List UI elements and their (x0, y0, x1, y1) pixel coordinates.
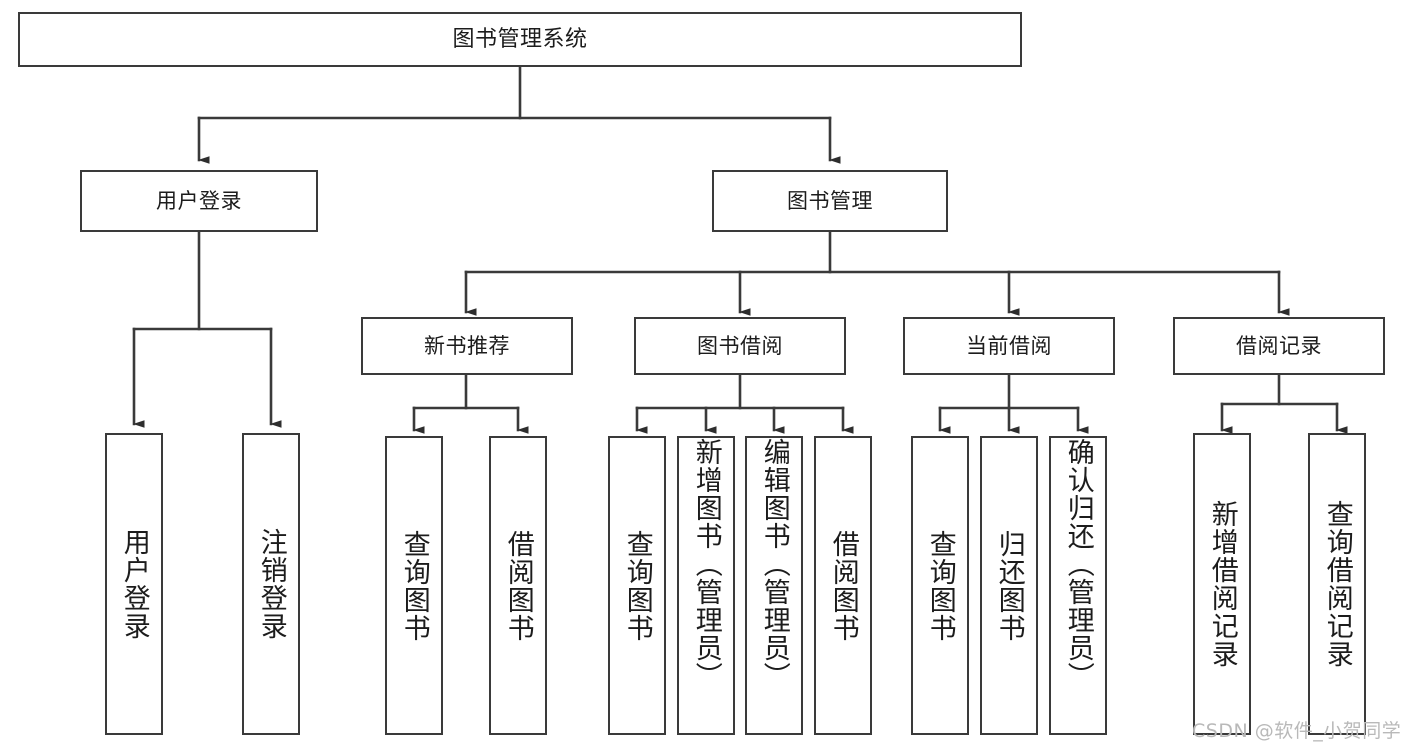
node-root-system[interactable]: 图书管理系统 (18, 12, 1022, 67)
node-label: 借阅图书 (502, 529, 534, 642)
leaf-user-login-logout[interactable]: 注销登录 (242, 433, 300, 735)
leaf-borrow-edit-book-admin[interactable]: 编辑图书（管理员） (745, 436, 803, 735)
node-label: 用户登录 (156, 188, 242, 213)
node-label: 借阅图书 (827, 529, 859, 642)
leaf-current-return-book[interactable]: 归还图书 (980, 436, 1038, 735)
node-user-login[interactable]: 用户登录 (80, 170, 318, 232)
node-label: 新增图书（管理员） (690, 438, 722, 690)
leaf-borrow-query-book[interactable]: 查询图书 (608, 436, 666, 735)
node-label: 编辑图书（管理员） (758, 438, 790, 690)
leaf-record-query-record[interactable]: 查询借阅记录 (1308, 433, 1366, 735)
leaf-current-query-book[interactable]: 查询图书 (911, 436, 969, 735)
leaf-record-add-record[interactable]: 新增借阅记录 (1193, 433, 1251, 735)
node-label: 确认归还（管理员） (1062, 438, 1094, 690)
node-label: 图书管理系统 (452, 26, 588, 52)
leaf-recommend-borrow-book[interactable]: 借阅图书 (489, 436, 547, 735)
node-label: 新书推荐 (424, 333, 510, 358)
node-label: 注销登录 (255, 528, 287, 640)
node-current-borrow[interactable]: 当前借阅 (903, 317, 1115, 375)
node-label: 当前借阅 (966, 333, 1052, 358)
node-label: 查询借阅记录 (1321, 500, 1353, 668)
node-label: 新增借阅记录 (1206, 500, 1238, 668)
node-label: 查询图书 (621, 529, 653, 642)
node-label: 图书借阅 (697, 333, 783, 358)
node-book-borrow[interactable]: 图书借阅 (634, 317, 846, 375)
node-label: 借阅记录 (1236, 333, 1322, 358)
node-new-book-recommend[interactable]: 新书推荐 (361, 317, 573, 375)
node-label: 图书管理 (787, 188, 873, 213)
leaf-current-confirm-return-admin[interactable]: 确认归还（管理员） (1049, 436, 1107, 735)
node-book-management[interactable]: 图书管理 (712, 170, 948, 232)
node-label: 用户登录 (118, 528, 150, 640)
node-label: 查询图书 (924, 529, 956, 642)
node-label: 查询图书 (398, 529, 430, 642)
csdn-watermark: CSDN @软件_小贺同学 (1192, 720, 1402, 742)
node-label: 归还图书 (993, 529, 1025, 642)
node-borrow-record[interactable]: 借阅记录 (1173, 317, 1385, 375)
leaf-borrow-add-book-admin[interactable]: 新增图书（管理员） (677, 436, 735, 735)
leaf-user-login-login[interactable]: 用户登录 (105, 433, 163, 735)
leaf-borrow-borrow-book[interactable]: 借阅图书 (814, 436, 872, 735)
leaf-recommend-query-book[interactable]: 查询图书 (385, 436, 443, 735)
